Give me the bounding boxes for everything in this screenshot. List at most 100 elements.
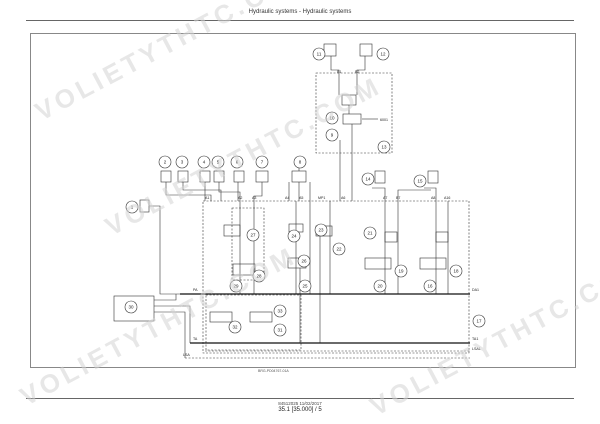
component-callout-circle — [423, 279, 437, 293]
component-number-3: 3 — [181, 160, 184, 165]
component-number-25: 25 — [302, 284, 308, 289]
component-number-14: 14 — [365, 177, 371, 182]
component-number-19: 19 — [398, 269, 404, 274]
port-label-a4: A4 — [285, 196, 289, 200]
port-label-ta: TA — [193, 337, 198, 341]
component-number-4: 4 — [203, 160, 206, 165]
component-callout-circle — [314, 223, 328, 237]
component-callout-circle — [297, 254, 311, 268]
port-label-a3: A3 — [252, 196, 256, 200]
page-reference: 35.1 [35.000] / 5 — [278, 407, 322, 413]
component-callout-circle — [175, 155, 189, 169]
port-label-a7: A7 — [383, 196, 387, 200]
component-number-23: 23 — [318, 228, 324, 233]
component-callout-circle — [197, 155, 211, 169]
component-number-29: 29 — [233, 284, 239, 289]
diagram-frame — [30, 33, 576, 368]
document-number: 84512025 11/02/2017 — [278, 401, 322, 406]
component-number-12: 12 — [380, 52, 386, 57]
component-callout-circle — [229, 279, 243, 293]
component-callout-circle — [394, 264, 408, 278]
component-number-18: 18 — [453, 269, 459, 274]
footer-rule — [26, 398, 574, 399]
component-callout-circle — [373, 279, 387, 293]
component-number-7: 7 — [261, 160, 264, 165]
port-label-a8: A8 — [431, 196, 435, 200]
component-callout-circle — [273, 323, 287, 337]
header-rule — [26, 20, 574, 21]
component-callout-circle — [252, 269, 266, 283]
sensor-label: 6001 — [380, 118, 388, 122]
component-callout-circle — [293, 155, 307, 169]
component-callout-circle — [230, 155, 244, 169]
component-callout-circle — [376, 47, 390, 61]
component-number-24: 24 — [291, 234, 297, 239]
port-label-a5: A5 — [299, 196, 303, 200]
component-callout-circle — [377, 140, 391, 154]
component-number-11: 11 — [317, 52, 322, 57]
component-number-2: 2 — [164, 160, 167, 165]
component-number-27: 27 — [250, 233, 256, 238]
inlet-section — [205, 294, 302, 351]
port-label-da1: DA1 — [472, 288, 479, 292]
port-label-a1: A1 — [205, 196, 209, 200]
component-callout-circle — [125, 200, 139, 214]
component-callout-circle — [273, 304, 287, 318]
component-callout-circle — [312, 47, 326, 61]
component-number-6: 6 — [236, 160, 239, 165]
component-callout-circle — [124, 300, 138, 314]
component-number-31: 31 — [277, 328, 283, 333]
component-number-21: 21 — [367, 231, 373, 236]
component-callout-circle — [246, 228, 260, 242]
component-callout-circle — [472, 314, 486, 328]
component-callout-circle — [158, 155, 172, 169]
page-title: Hydraulic systems - Hydraulic systems — [248, 9, 352, 15]
component-number-13: 13 — [381, 145, 387, 150]
figure-code: BRG-PD04767-01A — [258, 369, 289, 373]
component-number-33: 33 — [277, 309, 283, 314]
component-number-9: 9 — [331, 133, 334, 138]
component-callout-circle — [255, 155, 269, 169]
component-callout-circle — [298, 279, 312, 293]
port-label-a2: A2 — [238, 196, 242, 200]
port-label-b1: B1 — [337, 70, 341, 74]
component-number-32: 32 — [232, 325, 238, 330]
component-number-26: 26 — [301, 259, 307, 264]
component-number-15: 15 — [417, 179, 423, 184]
component-number-10: 10 — [329, 116, 335, 121]
component-number-8: 8 — [299, 160, 302, 165]
port-label-a16: A16 — [444, 196, 450, 200]
component-callout-circle — [325, 111, 339, 125]
section-a — [231, 207, 265, 281]
component-number-22: 22 — [336, 247, 342, 252]
component-callout-circle — [363, 226, 377, 240]
port-label-lsa1: LSA1 — [472, 347, 481, 351]
port-label-b2: B2 — [355, 70, 359, 74]
component-callout-circle — [228, 320, 242, 334]
component-callout-circle — [211, 155, 225, 169]
main-valve-block — [202, 200, 470, 354]
port-label-ta1: TA1 — [472, 337, 478, 341]
component-number-28: 28 — [256, 274, 262, 279]
component-callout-circle — [287, 229, 301, 243]
coupler-symbols — [139, 43, 439, 213]
port-label-pa: PA — [193, 288, 198, 292]
component-number-30: 30 — [128, 305, 134, 310]
component-callout-circle — [413, 174, 427, 188]
component-number-16: 16 — [427, 284, 433, 289]
component-number-20: 20 — [377, 284, 383, 289]
component-callout-circle — [332, 242, 346, 256]
port-label-mp1: MP1 — [318, 196, 325, 200]
component-number-17: 17 — [476, 319, 482, 324]
component-number-5: 5 — [217, 160, 220, 165]
component-callout-circle — [325, 128, 339, 142]
priority-valve-block — [315, 72, 393, 154]
component-number-1: 1 — [131, 205, 134, 210]
port-label-a6: A6 — [341, 196, 345, 200]
port-label-b7: B7 — [396, 196, 400, 200]
component-callout-circle — [361, 172, 375, 186]
component-callout-circle — [449, 264, 463, 278]
